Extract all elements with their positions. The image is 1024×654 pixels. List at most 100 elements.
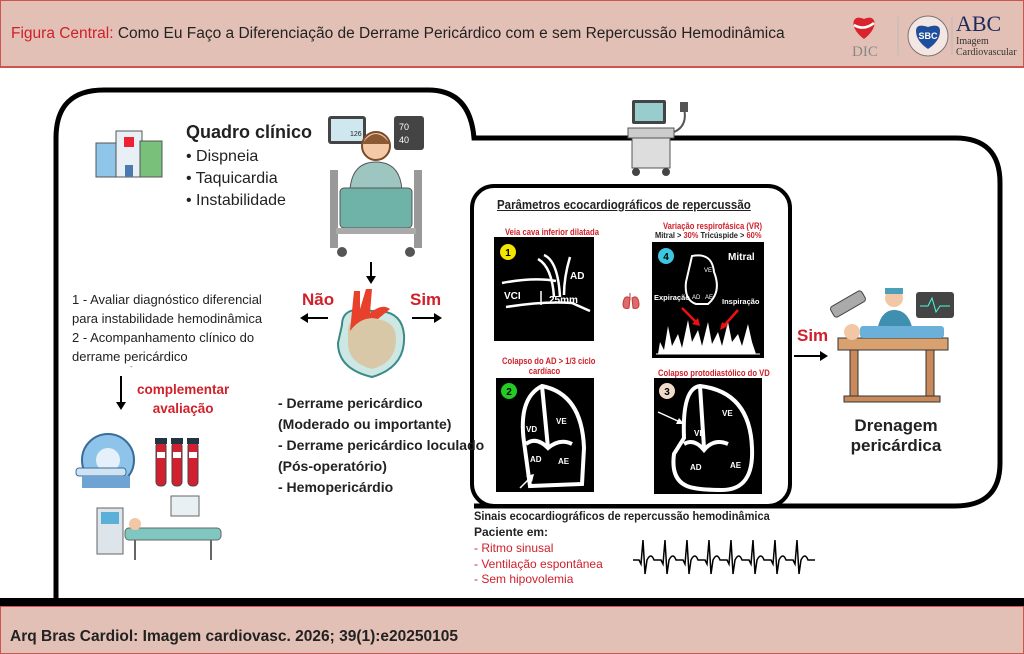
action-line: 1 - Avaliar diagnóstico diferencial — [72, 292, 262, 307]
svg-text:VE: VE — [556, 417, 567, 426]
echo-panel-doppler: 4 Mitral VE AD AE Expiração Inspiração — [652, 242, 764, 358]
svg-text:SBC: SBC — [918, 31, 938, 41]
svg-text:AE: AE — [705, 295, 713, 301]
echo-panel-ra-collapse: 2 VD VE AD AE — [496, 378, 594, 492]
echo-params-title: Parâmetros ecocardiográficos de repercus… — [497, 198, 751, 212]
svg-text:AE: AE — [558, 457, 570, 466]
right-arrow-icon — [794, 351, 828, 361]
outcome-line: pericárdica — [850, 436, 942, 455]
svg-text:AD: AD — [690, 463, 702, 472]
condition-item: (Moderado ou importante) — [278, 416, 452, 432]
left-actions-text: 1 - Avaliar diagnóstico diferencial para… — [72, 290, 262, 366]
complement-line: complementar — [137, 382, 230, 397]
branch-yes-label: Sim — [410, 290, 442, 309]
title-prefix: Figura Central: — [11, 25, 114, 42]
signs-list: - Ritmo sinusal - Ventilação espontânea … — [474, 541, 603, 588]
action-line: para instabilidade hemodinâmica — [72, 311, 263, 326]
mri-scanner-icon — [75, 433, 135, 488]
svg-text:VE: VE — [704, 268, 712, 274]
panel2-title-line: Colapso do AD > 1/3 ciclo — [502, 356, 596, 366]
icu-bed-icon — [96, 495, 222, 560]
figure-title: Figura Central: Como Eu Faço a Diferenci… — [11, 25, 785, 43]
ecg-trace-icon — [633, 539, 815, 575]
svg-text:1: 1 — [505, 248, 511, 259]
sign-item: - Sem hipovolemia — [474, 572, 574, 586]
svg-text:VD: VD — [694, 429, 705, 438]
publisher-logos: DIC SBC ABC Imagem Cardiovascular — [852, 11, 1017, 60]
action-line: derrame pericárdico — [72, 349, 188, 364]
complement-line: avaliação — [152, 401, 214, 416]
condition-item: (Pós-operatório) — [278, 458, 387, 474]
clinical-title: Quadro clínico — [186, 122, 313, 142]
outcome-yes-label: Sim — [797, 326, 829, 345]
svg-text:25mm: 25mm — [549, 295, 578, 306]
panel4-thresholds: Mitral > 30% Tricúspide > 60% — [655, 230, 761, 240]
mitral-label: Mitral > — [655, 230, 682, 240]
header-banner: Figura Central: Como Eu Faço a Diferenci… — [0, 0, 1024, 68]
svg-text:AE: AE — [730, 461, 742, 470]
left-arrow-icon — [300, 313, 328, 323]
panel3-title: Colapso protodiastólico do VD — [658, 368, 770, 378]
abc-logo: ABC Imagem Cardiovascular — [956, 11, 1017, 58]
panel1-title: Veia cava inferior dilatada — [505, 227, 599, 237]
mitral-value: 30% — [683, 230, 699, 240]
outcome-line: Drenagem — [854, 416, 938, 435]
surgery-icon — [830, 288, 954, 403]
tricuspid-label: Tricúspide > — [700, 230, 745, 240]
dash-mark: - — [130, 362, 133, 371]
signs-title: Sinais ecocardiográficos de repercussão … — [474, 509, 770, 523]
branch-no-label: Não — [302, 290, 335, 309]
patient-bed-icon: 126 70 40 — [328, 116, 424, 257]
footer-banner: Arq Bras Cardiol: Imagem cardiovasc. 202… — [0, 606, 1024, 654]
tricuspid-value: 60% — [746, 230, 762, 240]
down-arrow-icon — [366, 262, 376, 284]
condition-item: - Derrame pericárdico loculado — [278, 437, 485, 453]
lungs-icon — [622, 293, 640, 309]
echo-machine-icon — [627, 100, 688, 176]
hospital-icon — [95, 130, 163, 178]
svg-text:Expiração: Expiração — [654, 293, 690, 302]
clinical-item: • Instabilidade — [186, 192, 286, 209]
clinical-item: • Taquicardia — [186, 170, 278, 187]
svg-text:2: 2 — [506, 387, 512, 398]
svg-text:VE: VE — [722, 409, 733, 418]
clinical-item: • Dispneia — [186, 148, 259, 165]
dic-logo: DIC — [852, 17, 878, 60]
action-line: 2 - Acompanhamento clínico do — [72, 330, 255, 345]
sign-item: - Ventilação espontânea — [474, 556, 603, 571]
svg-text:Imagem: Imagem — [956, 36, 989, 47]
right-arrow-icon — [412, 313, 442, 323]
svg-text:VCI: VCI — [504, 291, 521, 302]
outcome-drainage: Drenagem pericárdica — [848, 416, 944, 456]
svg-text:70: 70 — [399, 122, 409, 132]
complementary-eval-label: complementar avaliação — [137, 380, 229, 418]
echo-panel-rv-collapse: 3 VD VE AD AE — [654, 378, 762, 494]
svg-text:DIC: DIC — [852, 44, 878, 60]
condition-item: - Hemopericárdio — [278, 479, 394, 495]
svg-text:3: 3 — [664, 387, 670, 398]
sbc-logo: SBC — [907, 15, 949, 57]
condition-item: - Derrame pericárdico — [278, 395, 423, 411]
conditions-list: - Derrame pericárdico (Moderado ou impor… — [278, 393, 484, 498]
svg-text:40: 40 — [399, 135, 409, 145]
echo-panel-ivc: 1 AD VCI 25mm — [494, 237, 594, 341]
svg-text:VD: VD — [526, 425, 537, 434]
down-arrow-icon — [116, 376, 126, 410]
svg-text:Mitral: Mitral — [728, 252, 755, 263]
svg-text:AD: AD — [570, 271, 584, 282]
svg-text:AD: AD — [530, 455, 542, 464]
heart-effusion-icon — [336, 289, 406, 379]
footer-divider — [0, 598, 1024, 606]
sign-item: - Ritmo sinusal — [474, 541, 554, 555]
svg-text:Inspiração: Inspiração — [722, 297, 760, 306]
panel2-title-line: cardíaco — [528, 366, 561, 376]
svg-text:126: 126 — [350, 131, 362, 138]
panel2-title: Colapso do AD > 1/3 ciclo cardíaco — [502, 356, 596, 376]
svg-text:AD: AD — [692, 295, 701, 301]
title-text: Como Eu Faço a Diferenciação de Derrame … — [117, 25, 785, 42]
panel4-title: Variação respirofásica (VR) — [663, 221, 763, 231]
svg-text:Cardiovascular: Cardiovascular — [956, 47, 1017, 58]
svg-text:4: 4 — [663, 252, 669, 263]
svg-text:ABC: ABC — [956, 11, 1001, 36]
citation: Arq Bras Cardiol: Imagem cardiovasc. 202… — [10, 628, 459, 645]
